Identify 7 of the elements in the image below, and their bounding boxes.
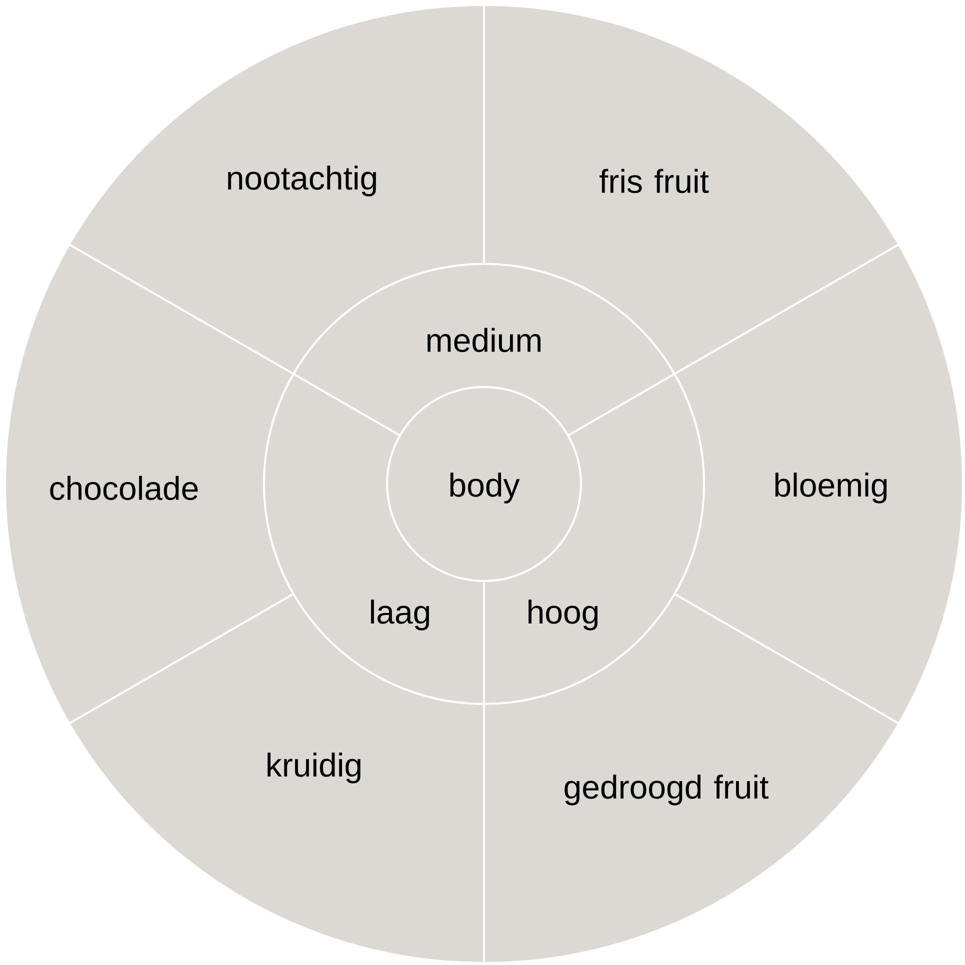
node-label: gedroogd fruit [564, 774, 768, 806]
node-label: bloemig [775, 472, 887, 504]
ring-segment: medium [292, 262, 676, 436]
ring-segment: body [386, 386, 582, 582]
ring-segment: bloemig [674, 244, 964, 724]
node-label: kruidig [268, 752, 360, 784]
ring-segment: chocolade [4, 244, 294, 724]
